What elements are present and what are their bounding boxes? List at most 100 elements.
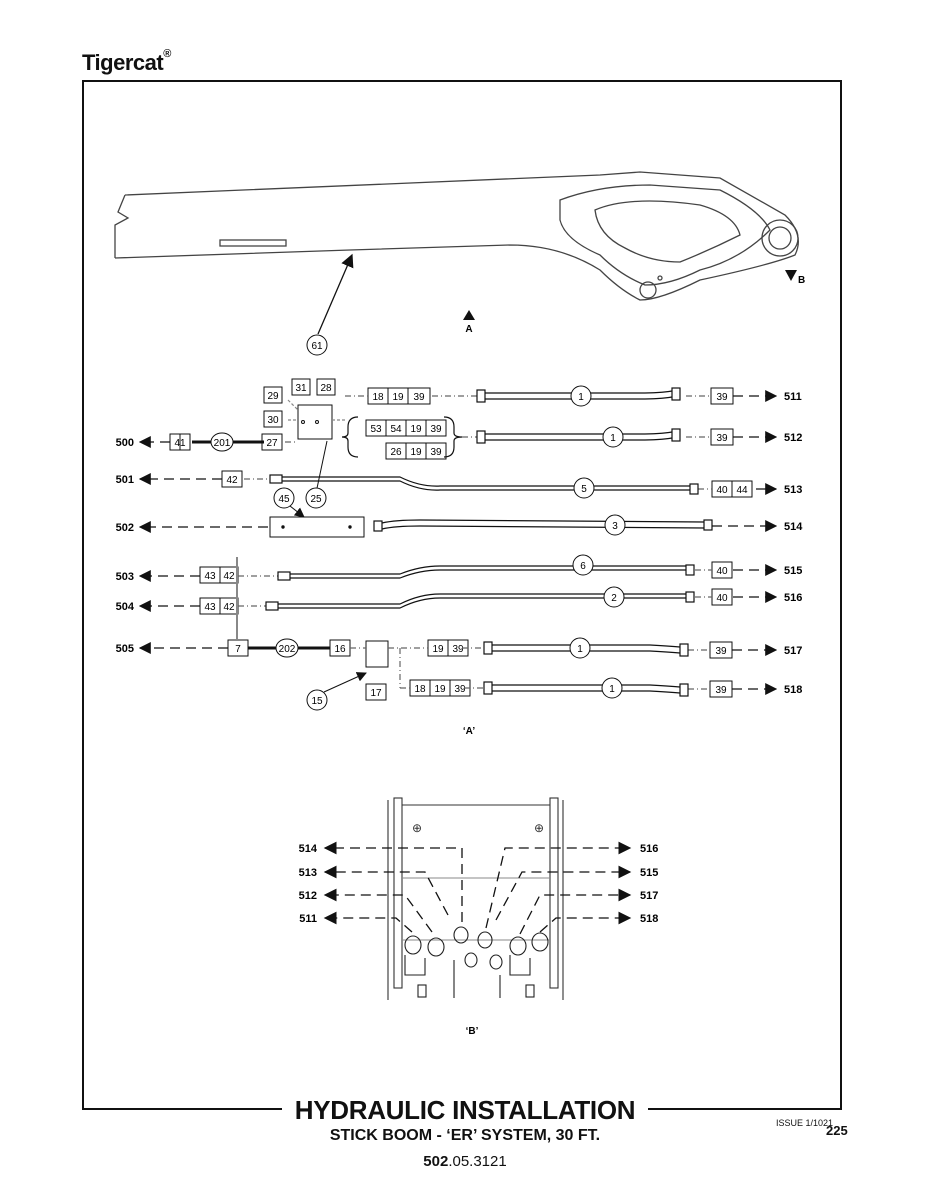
- svg-text:29: 29: [267, 391, 279, 402]
- svg-text:514: 514: [299, 843, 318, 855]
- svg-text:30: 30: [267, 415, 279, 426]
- port-500: 500: [116, 437, 134, 449]
- item-box-19: 19: [387, 387, 409, 405]
- left-port-labels: 500 501 502 503 504 505: [116, 437, 135, 655]
- svg-text:39: 39: [413, 392, 425, 403]
- svg-text:1: 1: [577, 644, 583, 655]
- svg-text:19: 19: [434, 684, 446, 695]
- svg-text:43: 43: [204, 602, 216, 613]
- view-b-caption: ‘B’: [466, 1026, 479, 1037]
- item-box-30: 30: [263, 410, 283, 428]
- item-box-39: 39: [710, 387, 734, 405]
- item-box-28: 28: [316, 378, 336, 396]
- hose-item-6: 6: [572, 554, 594, 576]
- hose-item-3: 3: [604, 514, 626, 536]
- item-box-42: 42: [221, 470, 243, 488]
- svg-text:⊕: ⊕: [412, 821, 422, 835]
- callout-61: 61: [306, 334, 328, 356]
- item-box-39: 39: [425, 442, 447, 460]
- port-516: 516: [784, 592, 802, 604]
- item-box-19: 19: [405, 442, 427, 460]
- svg-text:17: 17: [370, 688, 382, 699]
- svg-text:44: 44: [736, 485, 748, 496]
- item-box-26: 26: [385, 442, 407, 460]
- item-box-54: 54: [385, 419, 407, 437]
- svg-text:1: 1: [609, 684, 615, 695]
- svg-text:19: 19: [410, 447, 422, 458]
- port-502: 502: [116, 522, 134, 534]
- item-box-44: 44: [731, 480, 753, 498]
- hose-item-1b: 1: [602, 426, 624, 448]
- item-box-39: 39: [710, 428, 734, 446]
- svg-text:39: 39: [430, 424, 442, 435]
- page-number: 225: [826, 1123, 848, 1138]
- port-504: 504: [116, 601, 135, 613]
- frame-bottom-right: [648, 1108, 842, 1110]
- svg-text:39: 39: [715, 685, 727, 696]
- view-a-marker: A: [463, 310, 475, 335]
- svg-text:42: 42: [226, 475, 238, 486]
- svg-text:19: 19: [410, 424, 422, 435]
- hose-item-5: 5: [573, 477, 595, 499]
- callout-25: 25: [305, 487, 327, 509]
- port-505: 505: [116, 643, 134, 655]
- svg-text:43: 43: [204, 571, 216, 582]
- port-511: 511: [784, 391, 802, 403]
- item-box-19: 19: [429, 679, 451, 697]
- drawing-frame: [82, 80, 842, 1110]
- svg-text:6: 6: [580, 561, 586, 572]
- callout-201: 201: [210, 432, 234, 452]
- svg-text:513: 513: [299, 867, 317, 879]
- callout-202: 202: [275, 638, 299, 658]
- svg-text:3: 3: [612, 521, 618, 532]
- svg-text:54: 54: [390, 424, 402, 435]
- svg-text:A: A: [465, 324, 472, 335]
- port-518: 518: [784, 684, 802, 696]
- leader-lines: [289, 440, 367, 693]
- svg-text:27: 27: [266, 438, 278, 449]
- svg-text:25: 25: [310, 494, 322, 505]
- svg-text:⊕: ⊕: [534, 821, 544, 835]
- view-b-marker: B: [785, 270, 805, 286]
- callout-15: 15: [306, 689, 328, 711]
- connection-lines: [138, 390, 778, 695]
- svg-text:16: 16: [334, 644, 346, 655]
- svg-text:18: 18: [414, 684, 426, 695]
- bulkhead-plate: [236, 557, 238, 640]
- drawing-subtitle: STICK BOOM - ‘ER’ SYSTEM, 30 FT.: [329, 1127, 601, 1144]
- item-box-18: 18: [367, 387, 389, 405]
- item-box-31: 31: [291, 378, 311, 396]
- item-box-16: 16: [329, 639, 351, 657]
- svg-text:26: 26: [390, 447, 402, 458]
- svg-text:45: 45: [278, 494, 290, 505]
- svg-text:39: 39: [430, 447, 442, 458]
- svg-text:19: 19: [432, 644, 444, 655]
- item-box-39: 39: [709, 680, 733, 698]
- item-box-29: 29: [263, 386, 283, 404]
- svg-text:1: 1: [578, 392, 584, 403]
- item-box-43: 43: [199, 566, 221, 584]
- svg-text:515: 515: [640, 867, 658, 879]
- frame-bottom-left: [82, 1108, 282, 1110]
- svg-text:516: 516: [640, 843, 658, 855]
- stick-boom: [114, 171, 799, 301]
- view-a-caption: ‘A’: [463, 726, 475, 737]
- svg-text:512: 512: [299, 890, 317, 902]
- port-515: 515: [784, 565, 802, 577]
- item-box-19: 19: [405, 419, 427, 437]
- svg-text:1: 1: [610, 433, 616, 444]
- item-box-39: 39: [425, 419, 447, 437]
- detail-b-labels: 514 513 512 511 516 515 517 518: [299, 843, 659, 925]
- svg-text:40: 40: [716, 593, 728, 604]
- svg-text:18: 18: [372, 392, 384, 403]
- item-box-40: 40: [711, 588, 733, 606]
- svg-text:40: 40: [716, 566, 728, 577]
- svg-text:39: 39: [452, 644, 464, 655]
- item-box-19: 19: [427, 639, 449, 657]
- port-513: 513: [784, 484, 802, 496]
- item-box-42: 42: [219, 597, 239, 615]
- svg-text:2: 2: [611, 593, 617, 604]
- hose-item-1d: 1: [601, 677, 623, 699]
